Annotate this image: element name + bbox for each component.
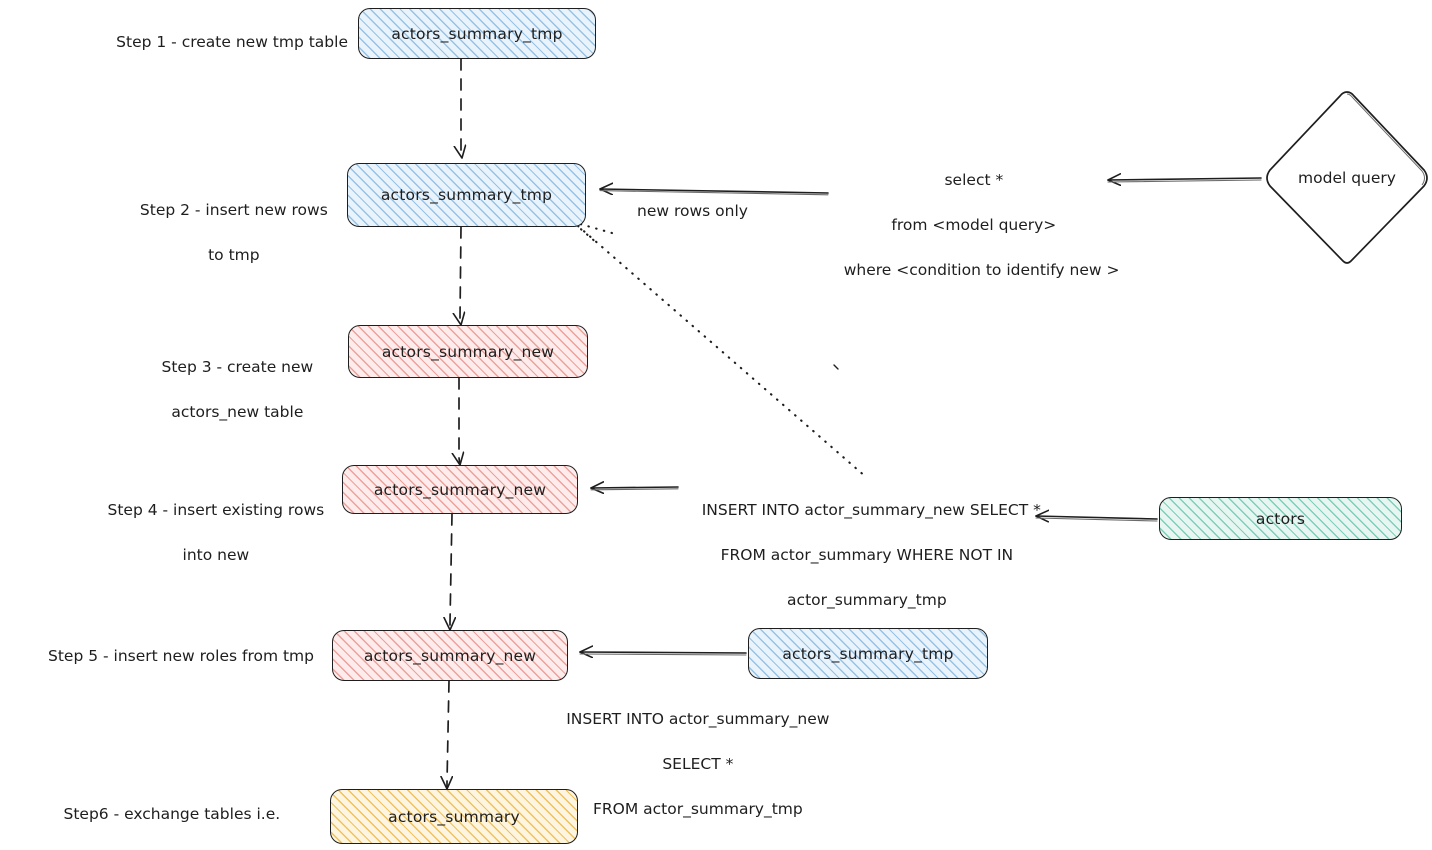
node-label: actors_summary_new <box>363 646 537 665</box>
arrow-step3-to-step4 <box>459 377 460 466</box>
arrow-step1-to-step2 <box>461 58 462 159</box>
node-model-query[interactable]: model query <box>1261 88 1432 268</box>
node-label: actors_summary_tmp <box>391 24 563 43</box>
stray-mark <box>833 364 839 370</box>
sql-line-3: where <condition to identify new > <box>843 261 1120 280</box>
arrow-actors-to-insertexisting <box>1035 516 1158 521</box>
arrow-step2-to-step3 <box>460 226 461 326</box>
node-actors-summary-new-step5[interactable]: actors_summary_new <box>332 630 568 681</box>
node-label: actors_summary <box>388 807 520 826</box>
sql-line-2: FROM actor_summary WHERE NOT IN <box>720 546 1014 565</box>
annotation-model-query-sql: select * from <model query> where <condi… <box>824 147 1120 304</box>
arrow-tmp-to-step5 <box>579 652 747 655</box>
node-actors-summary-new-step4[interactable]: actors_summary_new <box>342 465 578 514</box>
dotted-link-step2-to-insert-annotation <box>571 220 868 479</box>
node-label: actors_summary_tmp <box>782 644 954 663</box>
sql-line-1: INSERT INTO actor_summary_new SELECT * <box>701 501 1041 520</box>
sql-line-2: from <model query> <box>891 216 1057 235</box>
step4-label-line2: into new <box>182 546 250 565</box>
step6-label-line1: Step6 - exchange tables i.e. <box>63 805 281 824</box>
sql-line-1: INSERT INTO actor_summary_new <box>566 710 830 729</box>
step3-label-line1: Step 3 - create new <box>161 358 314 377</box>
arrow-modelquery-to-sql <box>1107 178 1262 182</box>
step4-label-line1: Step 4 - insert existing rows <box>107 501 325 520</box>
step5-label: Step 5 - insert new roles from tmp <box>48 647 314 665</box>
node-actors-summary-tmp-step2[interactable]: actors_summary_tmp <box>347 163 586 227</box>
node-label: model query <box>1298 169 1396 187</box>
node-actors-summary-final[interactable]: actors_summary <box>330 789 578 844</box>
node-label: actors_summary_new <box>373 480 547 499</box>
sql-line-1: select * <box>944 171 1004 190</box>
diamond-shape-icon <box>1266 91 1428 264</box>
step3-label: Step 3 - create new actors_new table <box>120 334 335 446</box>
step2-label-line1: Step 2 - insert new rows <box>139 201 328 220</box>
node-actors-summary-tmp-step5-source[interactable]: actors_summary_tmp <box>748 628 988 679</box>
node-actors-summary-tmp-step1[interactable]: actors_summary_tmp <box>358 8 596 59</box>
step4-label: Step 4 - insert existing rows into new <box>82 477 330 589</box>
step2-label-line2: to tmp <box>208 246 260 265</box>
annotation-new-rows-only: new rows only <box>637 202 748 220</box>
arrow-newrows-to-step2 <box>599 189 829 196</box>
arrow-step4-to-step5 <box>450 513 452 631</box>
node-label: actors <box>1255 509 1306 528</box>
arrow-step5-to-step6 <box>447 680 449 790</box>
node-label: actors_summary_tmp <box>380 186 553 204</box>
step1-label: Step 1 - create new tmp table <box>116 33 348 51</box>
sql-line-3: actor_summary_tmp <box>787 591 947 610</box>
sql-line-3: FROM actor_summary_tmp <box>592 800 803 819</box>
annotation-insert-existing-sql: INSERT INTO actor_summary_new SELECT * F… <box>682 477 1041 634</box>
node-actors-summary-new-step3[interactable]: actors_summary_new <box>348 325 588 378</box>
node-actors-source[interactable]: actors <box>1159 497 1402 540</box>
node-label: actors_summary_new <box>381 342 555 361</box>
sql-line-2: SELECT * <box>662 755 734 774</box>
annotation-insert-new-roles-sql: INSERT INTO actor_summary_new SELECT * F… <box>546 686 830 843</box>
step6-label: Step6 - exchange tables i.e. actor_summa… <box>6 781 318 850</box>
step3-label-line2: actors_new table <box>171 403 304 422</box>
step2-label: Step 2 - insert new rows to tmp <box>108 177 340 289</box>
arrow-insertexisting-to-step4 <box>590 487 679 490</box>
